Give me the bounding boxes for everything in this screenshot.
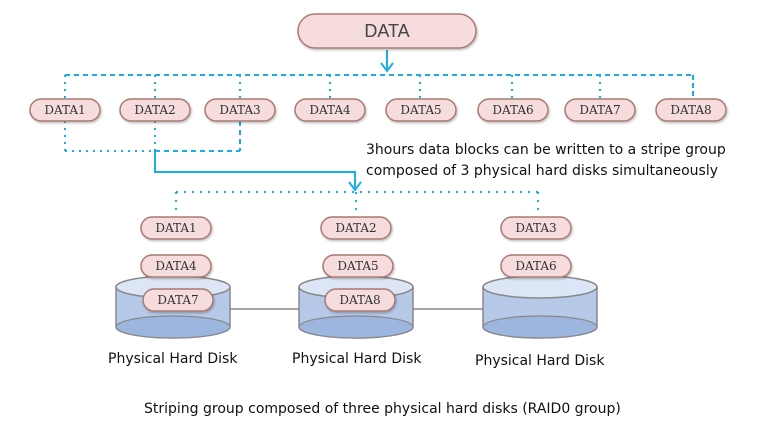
svg-text:DATA4: DATA4 <box>309 103 351 117</box>
hard-disk-3 <box>482 275 598 339</box>
stripe-note-line1: 3hours data blocks can be written to a s… <box>366 142 726 158</box>
root-arrow-head <box>380 62 394 73</box>
data-block-row: DATA1 DATA2 DATA3 DATA4 DATA5 DATA6 DATA… <box>29 98 727 122</box>
disk-2-blocks: DATA2 DATA5 DATA8 <box>320 216 396 312</box>
data-block: DATA3 <box>204 98 276 122</box>
disk-2-label: Physical Hard Disk <box>292 351 422 367</box>
data-block: DATA4 <box>140 254 212 278</box>
data-block: DATA8 <box>324 288 396 312</box>
disk-1-label: Physical Hard Disk <box>108 351 238 367</box>
data-block: DATA5 <box>385 98 457 122</box>
svg-text:DATA3: DATA3 <box>515 221 556 235</box>
data-block: DATA3 <box>500 216 572 240</box>
disk-1-blocks: DATA1 DATA4 DATA7 <box>140 216 214 312</box>
svg-text:DATA7: DATA7 <box>157 293 198 307</box>
data-block: DATA8 <box>655 98 727 122</box>
svg-text:DATA2: DATA2 <box>134 103 175 117</box>
svg-text:DATA1: DATA1 <box>155 221 196 235</box>
disk-3-blocks: DATA3 DATA6 <box>500 216 572 278</box>
svg-text:DATA4: DATA4 <box>155 259 197 273</box>
svg-text:DATA3: DATA3 <box>219 103 260 117</box>
group-arrow-line <box>154 151 356 190</box>
svg-text:DATA1: DATA1 <box>44 103 85 117</box>
svg-text:DATA2: DATA2 <box>335 221 376 235</box>
data-block: DATA5 <box>322 254 394 278</box>
data-block: DATA2 <box>119 98 191 122</box>
data-block: DATA1 <box>140 216 212 240</box>
group-arrow-head <box>348 181 362 192</box>
root-node: DATA <box>297 13 477 49</box>
data-block: DATA7 <box>564 98 636 122</box>
connectors <box>64 50 694 216</box>
data-block: DATA2 <box>320 216 392 240</box>
data-block: DATA1 <box>29 98 101 122</box>
data-block: DATA6 <box>477 98 549 122</box>
root-label: DATA <box>364 21 409 41</box>
data-block: DATA6 <box>500 254 572 278</box>
stripe-note: 3hours data blocks can be written to a s… <box>366 140 726 182</box>
svg-text:DATA6: DATA6 <box>492 103 533 117</box>
svg-text:DATA8: DATA8 <box>339 293 380 307</box>
data-block: DATA4 <box>294 98 366 122</box>
svg-text:DATA5: DATA5 <box>400 103 441 117</box>
svg-text:DATA6: DATA6 <box>515 259 556 273</box>
svg-text:DATA7: DATA7 <box>579 103 620 117</box>
diagram-caption: Striping group composed of three physica… <box>144 401 621 417</box>
stripe-note-line2: composed of 3 physical hard disks simult… <box>366 163 719 179</box>
data-block: DATA7 <box>142 288 214 312</box>
svg-text:DATA8: DATA8 <box>670 103 711 117</box>
disk-3-label: Physical Hard Disk <box>475 353 605 369</box>
svg-text:DATA5: DATA5 <box>337 259 378 273</box>
